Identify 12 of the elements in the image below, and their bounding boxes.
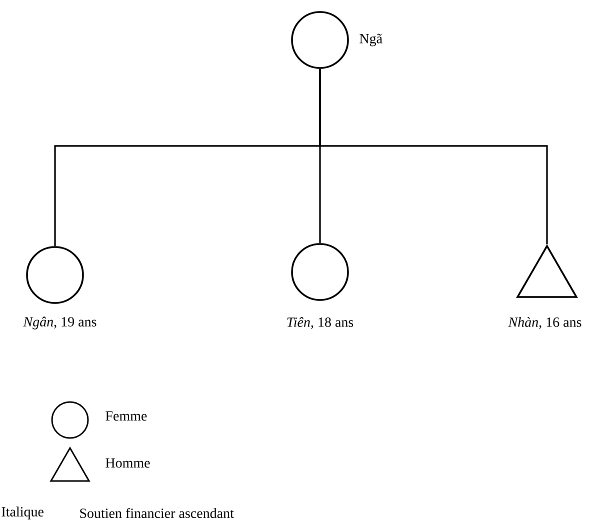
female-circle (26, 246, 84, 304)
female-circle (291, 243, 349, 301)
person-name: Ngân, 19 ans (23, 316, 96, 330)
person-name: Nhàn, 16 ans (508, 317, 582, 329)
legend-label: Homme (106, 458, 150, 468)
person-name: Ngã (360, 34, 382, 46)
person-name: Tiên, 18 ans (287, 317, 354, 329)
tree-line (319, 68, 548, 244)
note-text: Italique (2, 506, 44, 520)
female-circle (291, 11, 349, 69)
note-text: Soutien financier ascendant (80, 508, 234, 518)
legend-label: Femme (106, 411, 147, 421)
